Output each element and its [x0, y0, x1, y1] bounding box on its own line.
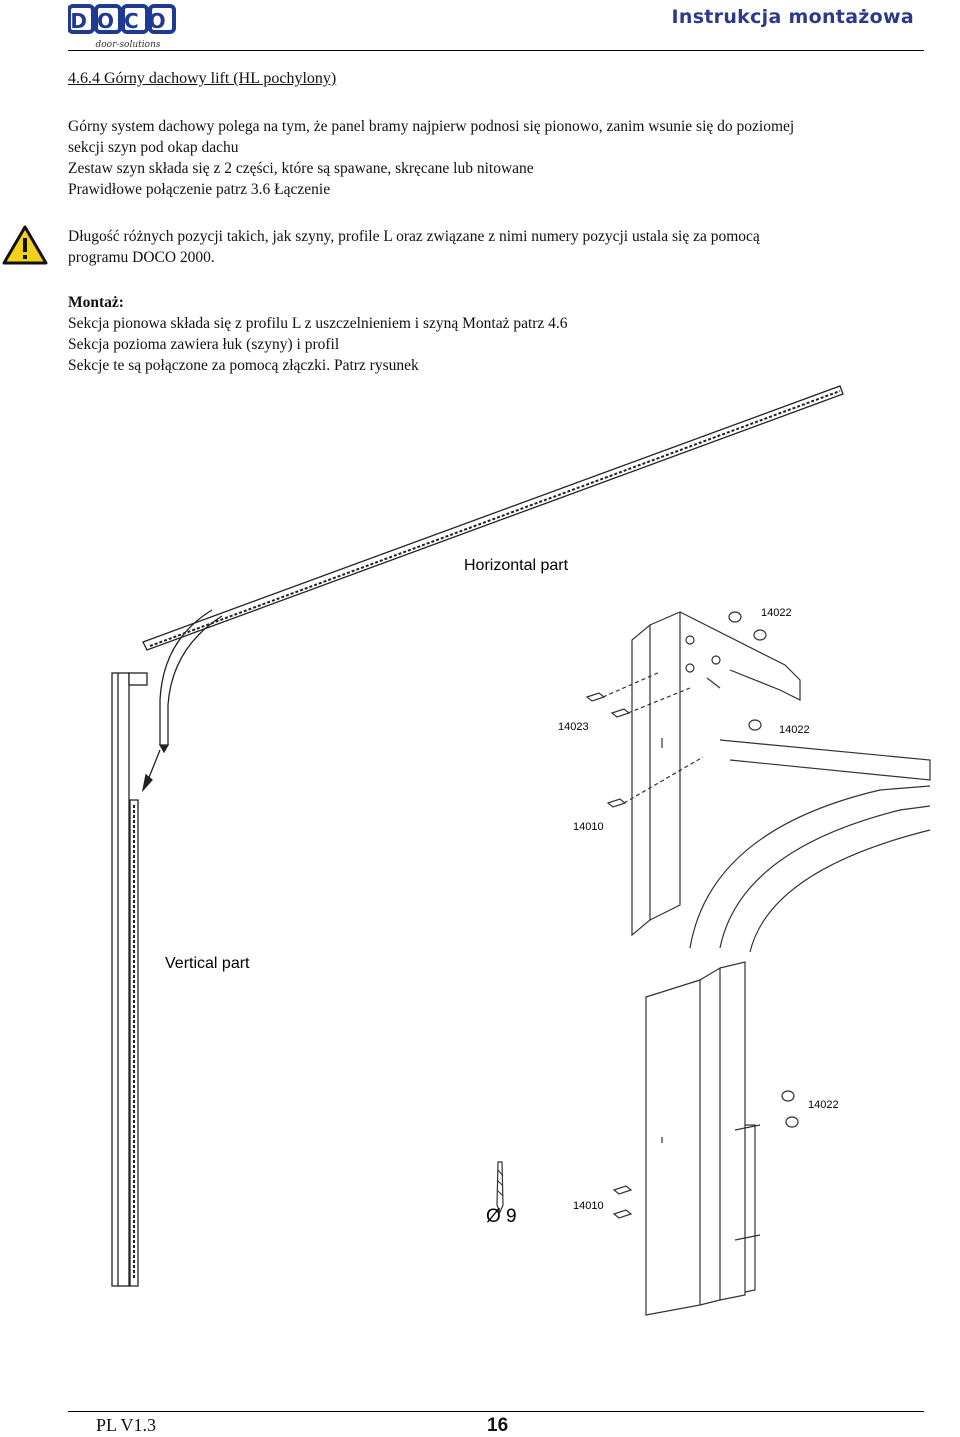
montaz-heading: Montaż:	[68, 294, 124, 311]
warning-text: Długość różnych pozycji takich, jak szyn…	[68, 226, 948, 268]
footer-version: PL V1.3	[96, 1415, 157, 1435]
logo-wordmark: DOCO	[70, 9, 175, 33]
part-number: 14010	[573, 821, 604, 833]
montaz-block: Montaż: Sekcja pionowa składa się z prof…	[68, 292, 948, 376]
montaz-line: Sekcje te są połączone za pomocą złączki…	[68, 357, 419, 374]
warning-triangle-icon	[2, 225, 48, 265]
header-divider	[68, 50, 924, 51]
footer-divider	[68, 1411, 924, 1412]
part-number: 14022	[779, 724, 810, 736]
intro-line: Prawidłowe połączenie patrz 3.6 Łączenie	[68, 181, 331, 198]
warning-line: programu DOCO 2000.	[68, 249, 215, 266]
logo-tagline: door-solutions	[96, 40, 161, 50]
intro-text: Górny system dachowy polega na tym, że p…	[68, 116, 948, 200]
intro-line: Zestaw szyn składa się z 2 części, które…	[68, 160, 534, 177]
section-title: 4.6.4 Górny dachowy lift (HL pochylony)	[68, 70, 337, 87]
intro-line: sekcji szyn pod okap dachu	[68, 139, 239, 156]
page-number: 16	[487, 1415, 509, 1436]
intro-line: Górny system dachowy polega na tym, że p…	[68, 118, 795, 135]
rail-assembly-drawing: Horizontal part Vertical part 14022 1402…	[111, 385, 931, 1316]
warning-line: Długość różnych pozycji takich, jak szyn…	[68, 228, 760, 245]
part-number: 14022	[808, 1099, 839, 1111]
drill-diameter-label: Ø 9	[486, 1206, 517, 1227]
part-number: 14022	[761, 607, 792, 619]
part-number: 14023	[558, 721, 589, 733]
doco-logo: DOCO door-solutions	[68, 4, 176, 50]
montaz-line: Sekcja pozioma zawiera łuk (szyny) i pro…	[68, 336, 340, 353]
part-number: 14010	[573, 1200, 604, 1212]
montaz-line: Sekcja pionowa składa się z profilu L z …	[68, 315, 568, 332]
label-vertical-part: Vertical part	[165, 955, 250, 972]
label-horizontal-part: Horizontal part	[464, 557, 569, 574]
document-title: Instrukcja montażowa	[671, 6, 914, 28]
